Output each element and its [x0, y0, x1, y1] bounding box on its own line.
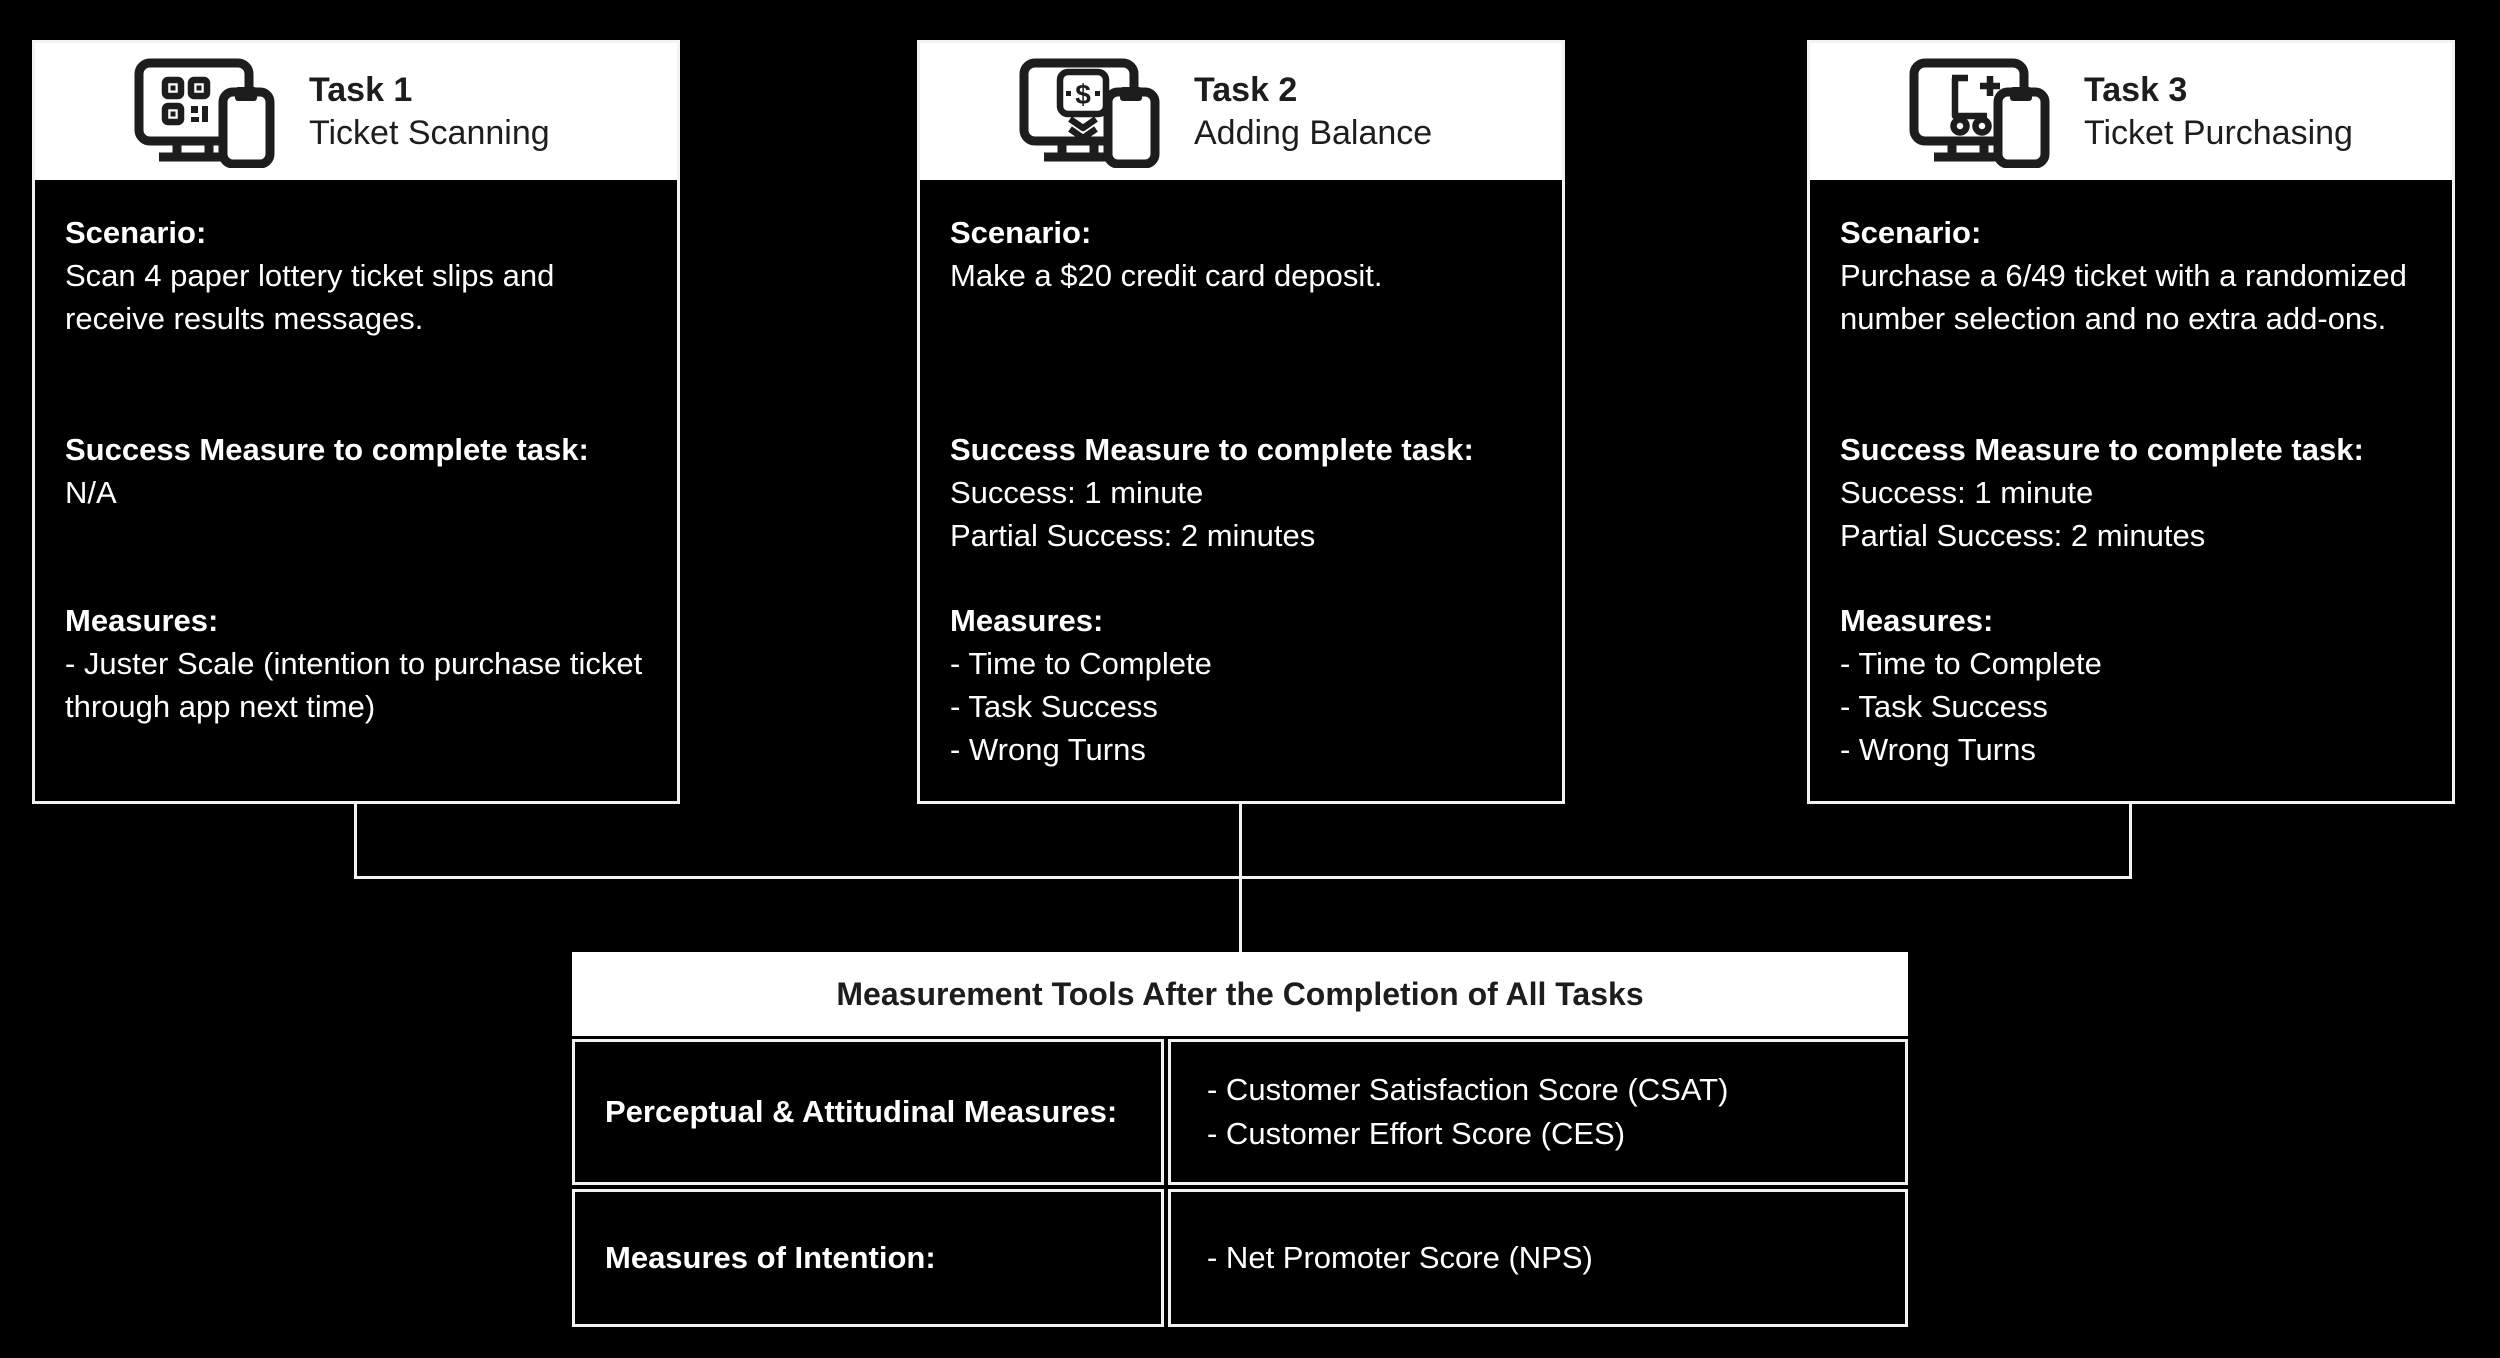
task-2-measures-section: Measures: - Time to Complete - Task Succ… — [950, 599, 1540, 771]
summary-item: - Net Promoter Score (NPS) — [1207, 1240, 1593, 1275]
task-1-measures-section: Measures: - Juster Scale (intention to p… — [65, 599, 655, 728]
task-3-title: Task 3 — [2084, 70, 2188, 109]
task-1-success-section: Success Measure to complete task: N/A — [65, 428, 655, 514]
summary-row-label: Perceptual & Attitudinal Measures: — [572, 1039, 1164, 1185]
success-label: Success Measure to complete task: — [950, 432, 1474, 467]
task-1-title: Task 1 — [309, 70, 413, 109]
summary-row-items: - Net Promoter Score (NPS) — [1168, 1189, 1908, 1327]
measure-item: - Wrong Turns — [950, 732, 1146, 767]
measures-label: Measures: — [1840, 603, 1994, 638]
task-card-2: $ Task 2 Adding Balance Scenario: Make a… — [917, 40, 1565, 804]
scenario-text: Make a $20 credit card deposit. — [950, 258, 1383, 293]
task-card-3-titles: Task 3 Ticket Purchasing — [2084, 69, 2353, 155]
task-3-subtitle: Ticket Purchasing — [2084, 113, 2353, 152]
task-card-2-titles: Task 2 Adding Balance — [1194, 69, 1432, 155]
connector-line-horizontal — [354, 876, 2132, 879]
task-3-success-section: Success Measure to complete task: Succes… — [1840, 428, 2430, 557]
task-card-1-titles: Task 1 Ticket Scanning — [309, 69, 550, 155]
task-card-3-header: Task 3 Ticket Purchasing — [1810, 43, 2452, 180]
adding-balance-icon: $ — [1018, 56, 1168, 168]
summary-table-title: Measurement Tools After the Completion o… — [572, 952, 1908, 1036]
summary-item: - Customer Effort Score (CES) — [1207, 1116, 1626, 1151]
summary-table: Measurement Tools After the Completion o… — [572, 952, 1908, 1327]
summary-table-body: Perceptual & Attitudinal Measures: - Cus… — [572, 1039, 1908, 1327]
success-line: Partial Success: 2 minutes — [1840, 518, 2206, 553]
success-line: Partial Success: 2 minutes — [950, 518, 1316, 553]
task-card-3: Task 3 Ticket Purchasing Scenario: Purch… — [1807, 40, 2455, 804]
success-line: Success: 1 minute — [1840, 475, 2094, 510]
task-card-1-header: Task 1 Ticket Scanning — [35, 43, 677, 180]
task-2-subtitle: Adding Balance — [1194, 113, 1433, 152]
scenario-label: Scenario: — [65, 215, 207, 250]
connector-line-task1 — [354, 803, 357, 879]
success-label: Success Measure to complete task: — [65, 432, 589, 467]
summary-item: - Customer Satisfaction Score (CSAT) — [1207, 1072, 1729, 1107]
task-1-scenario-section: Scenario: Scan 4 paper lottery ticket sl… — [65, 211, 655, 340]
summary-row-items: - Customer Satisfaction Score (CSAT) - C… — [1168, 1039, 1908, 1185]
task-card-2-header: $ Task 2 Adding Balance — [920, 43, 1562, 180]
task-3-measures-section: Measures: - Time to Complete - Task Succ… — [1840, 599, 2430, 771]
success-line: Success: 1 minute — [950, 475, 1204, 510]
task-2-title: Task 2 — [1194, 70, 1298, 109]
measures-label: Measures: — [950, 603, 1104, 638]
task-3-scenario-section: Scenario: Purchase a 6/49 ticket with a … — [1840, 211, 2430, 340]
scenario-text: Scan 4 paper lottery ticket slips and re… — [65, 258, 555, 336]
measure-item: - Juster Scale (intention to purchase ti… — [65, 646, 643, 724]
task-card-1: Task 1 Ticket Scanning Scenario: Scan 4 … — [32, 40, 680, 804]
scenario-text: Purchase a 6/49 ticket with a randomized… — [1840, 258, 2407, 336]
svg-text:$: $ — [1075, 79, 1091, 110]
summary-row-label: Measures of Intention: — [572, 1189, 1164, 1327]
measure-item: - Time to Complete — [950, 646, 1212, 681]
success-line: N/A — [65, 475, 117, 510]
ticket-purchasing-icon — [1908, 56, 2058, 168]
measure-item: - Task Success — [1840, 689, 2048, 724]
measure-item: - Time to Complete — [1840, 646, 2102, 681]
ticket-scanning-icon — [133, 56, 283, 168]
task-2-success-section: Success Measure to complete task: Succes… — [950, 428, 1540, 557]
measures-label: Measures: — [65, 603, 219, 638]
connector-line-task3 — [2129, 803, 2132, 879]
measure-item: - Wrong Turns — [1840, 732, 2036, 767]
scenario-label: Scenario: — [950, 215, 1092, 250]
success-label: Success Measure to complete task: — [1840, 432, 2364, 467]
scenario-label: Scenario: — [1840, 215, 1982, 250]
task-2-scenario-section: Scenario: Make a $20 credit card deposit… — [950, 211, 1540, 297]
task-1-subtitle: Ticket Scanning — [309, 113, 550, 152]
measure-item: - Task Success — [950, 689, 1158, 724]
